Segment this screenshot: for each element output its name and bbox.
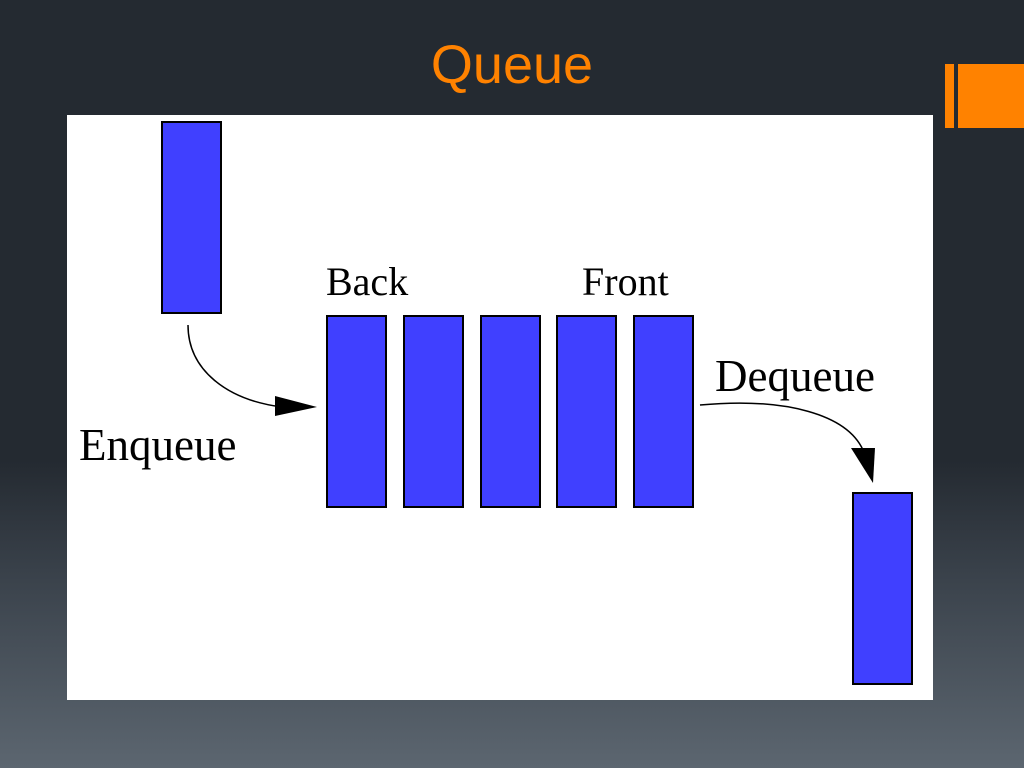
queue-element-4	[556, 315, 617, 508]
queue-element-5	[633, 315, 694, 508]
incoming-element	[161, 121, 222, 314]
title-accent-bar	[945, 64, 954, 128]
enqueue-arrow	[187, 324, 283, 408]
queue-diagram-svg: Back Front Enqueue Dequeue	[79, 121, 913, 685]
queue-element-2	[403, 315, 464, 508]
dequeue-label: Dequeue	[715, 351, 875, 401]
enqueue-arrowhead	[275, 396, 317, 416]
dequeue-arrowhead	[851, 448, 875, 483]
front-label: Front	[582, 259, 669, 304]
queue-diagram: Back Front Enqueue Dequeue	[67, 115, 933, 700]
outgoing-element	[852, 492, 913, 685]
queue-element-1	[326, 315, 387, 508]
title-accent-block	[958, 64, 1024, 128]
back-label: Back	[326, 259, 408, 304]
slide-title: Queue	[430, 35, 594, 95]
enqueue-label: Enqueue	[79, 420, 236, 470]
dequeue-arrow	[699, 402, 864, 451]
queue-element-3	[480, 315, 541, 508]
